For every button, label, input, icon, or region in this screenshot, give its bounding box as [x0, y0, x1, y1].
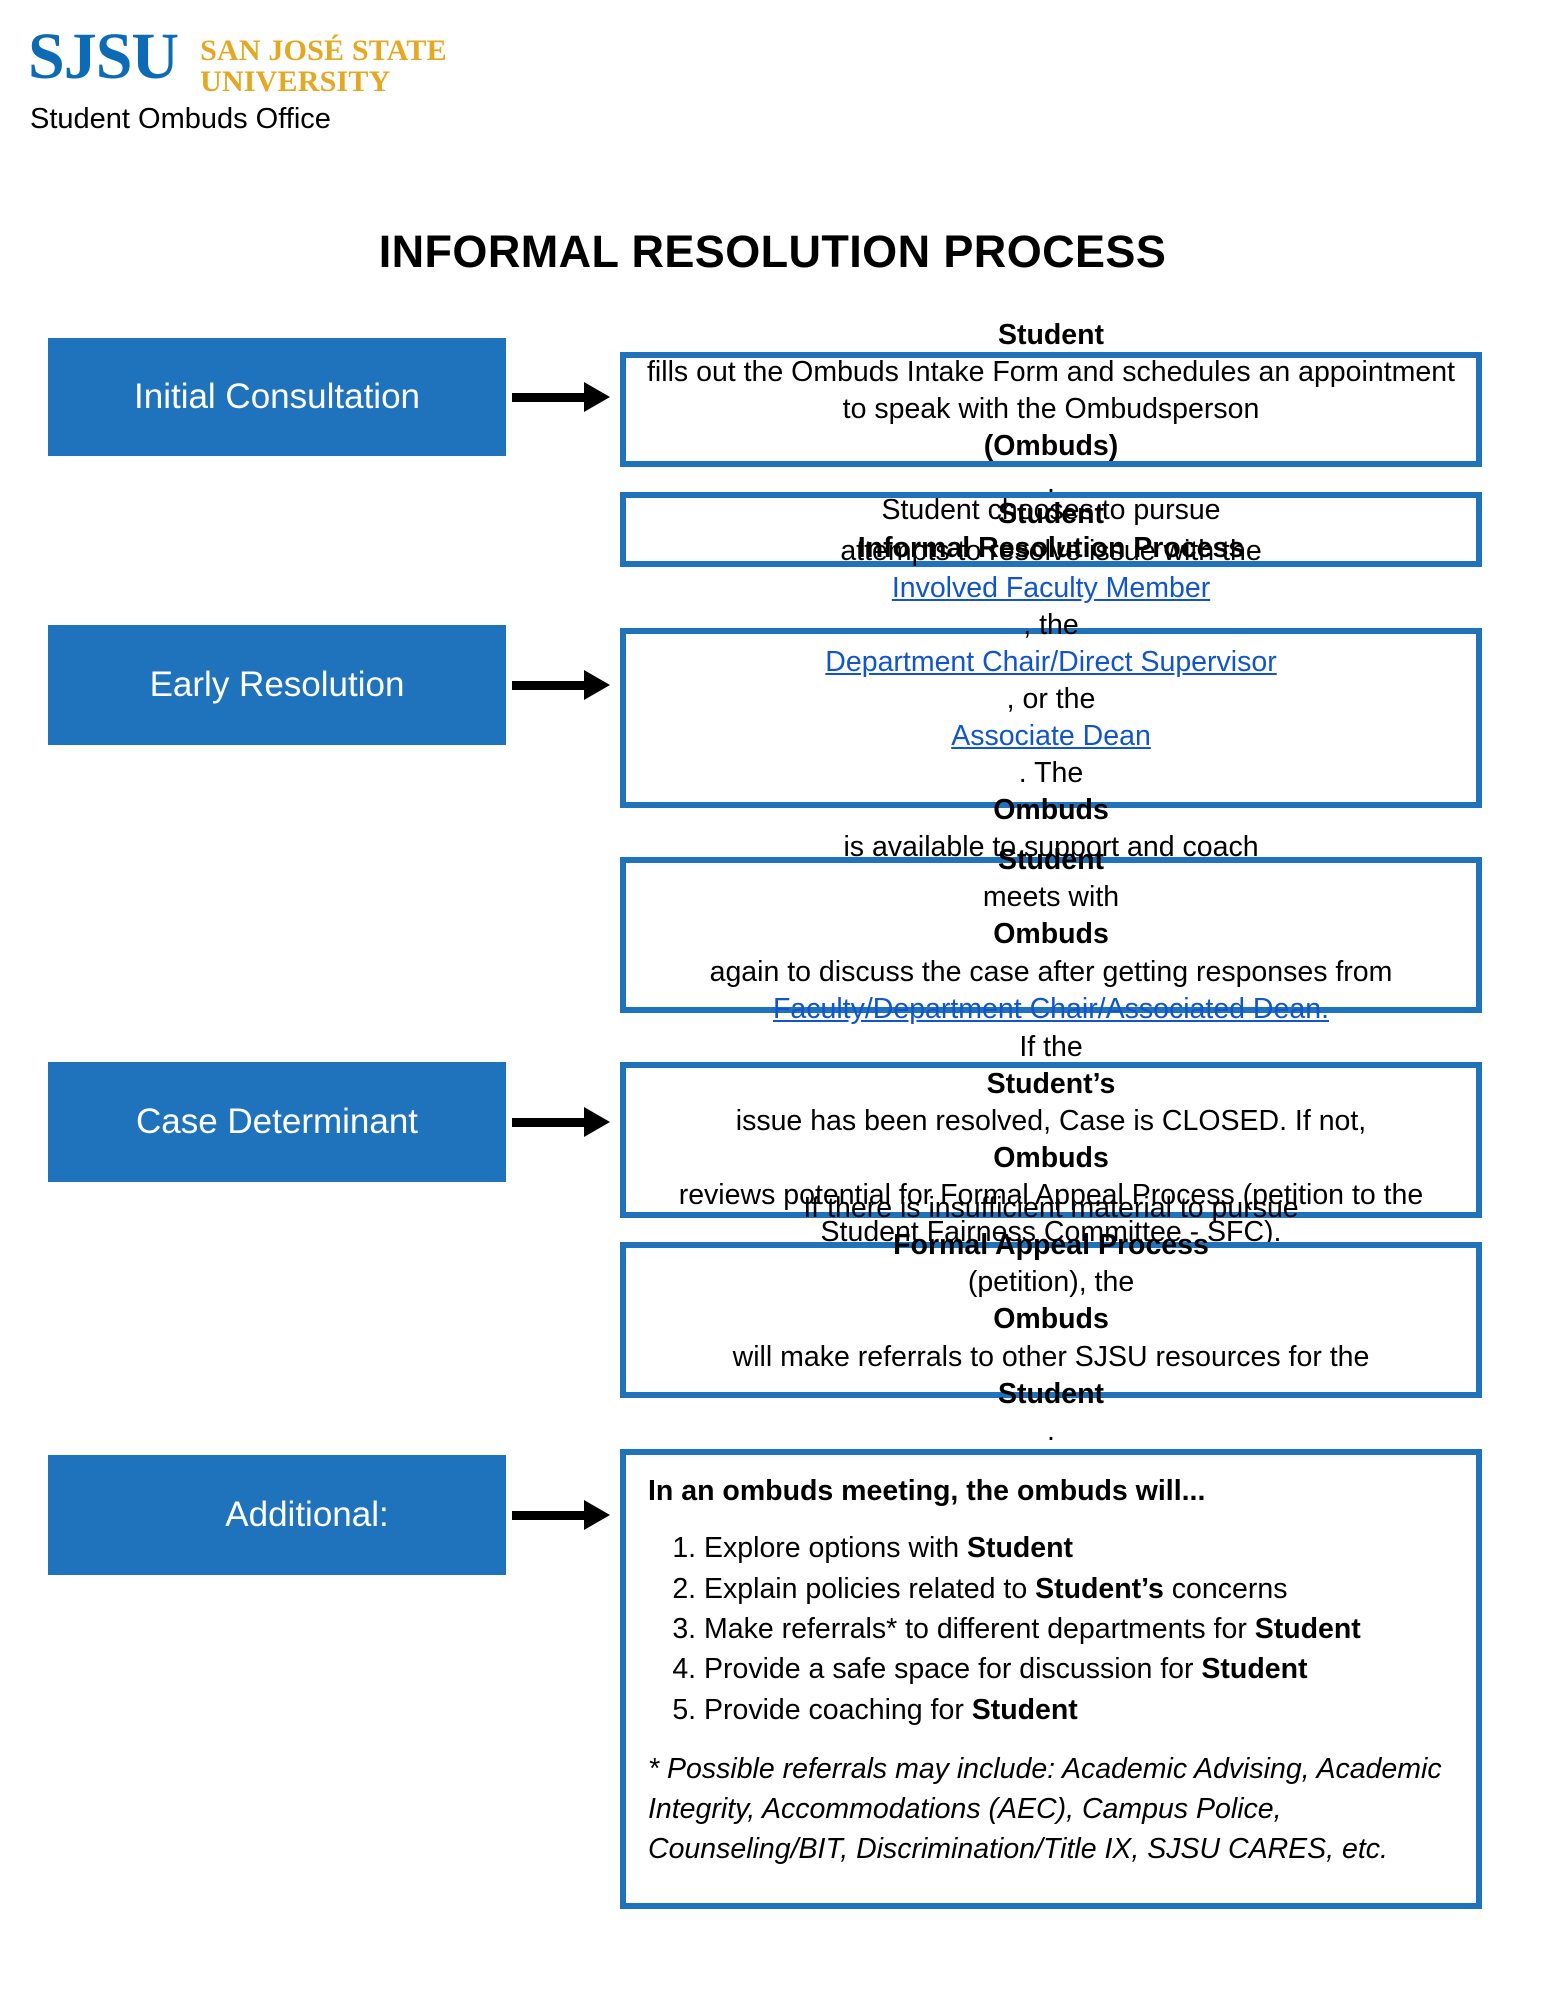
- stage-label-text: Case Determinant: [135, 1102, 419, 1141]
- message-box-additional: In an ombuds meeting, the ombuds will...…: [620, 1449, 1482, 1909]
- stage-label-early-resolution: Early Resolution: [48, 625, 506, 745]
- sjsu-logo: SJSU SAN JOSÉ STATE UNIVERSITY: [28, 20, 728, 97]
- body-text: Explain policies related to: [704, 1572, 1036, 1605]
- message-box-case-2: If there is insufficient material to pur…: [620, 1192, 1482, 1447]
- emphasis-text: Student: [971, 1693, 1078, 1726]
- body-text: fills out the Ombuds Intake Form and sch…: [647, 355, 1455, 425]
- emphasis-text: Student: [997, 318, 1105, 351]
- message-box-early-1: Student attempts to resolve issue with t…: [620, 498, 1482, 937]
- emphasis-text: Ombuds: [993, 918, 1109, 951]
- inline-link[interactable]: Department Chair/Direct Supervisor: [825, 645, 1277, 678]
- emphasis-text: Ombuds: [993, 794, 1109, 827]
- page-title: INFORMAL RESOLUTION PROCESS: [378, 226, 1167, 277]
- arrow-initial-consultation: [512, 382, 622, 412]
- emphasis-text: Student’s: [986, 1067, 1116, 1100]
- stage-label-text: Initial Consultation: [134, 377, 420, 416]
- emphasis-text: Student: [997, 844, 1105, 877]
- emphasis-text: Student’s: [1035, 1572, 1164, 1605]
- emphasis-text: Student: [997, 1377, 1105, 1410]
- stage-label-text: Early Resolution: [149, 665, 405, 704]
- body-text: If the: [1019, 1030, 1083, 1063]
- arrow-shaft: [512, 1511, 590, 1520]
- body-text: .: [1047, 467, 1055, 500]
- emphasis-text: Ombuds: [993, 1303, 1109, 1336]
- wordmark-line-2: UNIVERSITY: [200, 64, 391, 98]
- body-text: Provide coaching for: [704, 1693, 972, 1726]
- body-text: .: [1047, 1414, 1055, 1447]
- arrow-shaft: [512, 1118, 590, 1127]
- additional-list-item: Provide coaching for Student: [704, 1690, 1454, 1730]
- stage-label-case-determinant: Case Determinant: [48, 1062, 506, 1182]
- message-box-early-2: Student meets with Ombuds again to discu…: [620, 844, 1482, 1025]
- emphasis-text: Informal Resolution Process: [857, 531, 1245, 564]
- body-text: issue has been resolved, Case is CLOSED.…: [735, 1104, 1367, 1137]
- stage-label-additional: Additional:: [48, 1455, 506, 1575]
- body-text: again to discuss the case after getting …: [709, 955, 1393, 988]
- inline-link[interactable]: Faculty/Department Chair/Associated Dean…: [772, 992, 1329, 1025]
- stage-label-text: Additional:: [225, 1495, 389, 1534]
- additional-list-item: Explore options with Student: [704, 1528, 1454, 1568]
- arrow-shaft: [512, 393, 590, 402]
- arrow-head: [584, 382, 610, 412]
- additional-list-item: Make referrals* to different departments…: [704, 1609, 1454, 1649]
- message-box-initial-1: Student fills out the Ombuds Intake Form…: [620, 319, 1482, 499]
- body-text: attempts to resolve issue with the: [840, 534, 1262, 567]
- message-box-initial-2: Student chooses to pursue Informal Resol…: [620, 492, 1482, 567]
- inline-link[interactable]: Associate Dean: [951, 720, 1151, 752]
- body-text: meets with: [982, 881, 1120, 914]
- body-text: , or the: [1006, 682, 1096, 715]
- additional-heading: In an ombuds meeting, the ombuds will...: [648, 1475, 1206, 1507]
- sjsu-logo-wordmark: SAN JOSÉ STATE UNIVERSITY: [200, 26, 447, 97]
- office-name: Student Ombuds Office: [30, 103, 331, 136]
- emphasis-text: Student: [966, 1532, 1074, 1565]
- emphasis-text: Student: [1254, 1612, 1361, 1645]
- body-text: Provide a safe space for discussion for: [704, 1653, 1202, 1686]
- page-header: SJSU SAN JOSÉ STATE UNIVERSITY Student O…: [28, 20, 728, 136]
- arrow-shaft: [512, 681, 590, 690]
- arrow-additional: [512, 1500, 622, 1530]
- body-text: Make referrals* to different departments…: [704, 1612, 1255, 1645]
- inline-link[interactable]: Involved Faculty Member: [891, 571, 1211, 604]
- body-text: Explore options with: [704, 1532, 967, 1565]
- arrow-early-resolution: [512, 670, 622, 700]
- arrow-head: [584, 670, 610, 700]
- sjsu-logo-mark: SJSU: [28, 20, 179, 93]
- additional-list-item: Explain policies related to Student’s co…: [704, 1569, 1454, 1609]
- additional-list: Explore options with StudentExplain poli…: [648, 1528, 1454, 1730]
- body-text: , the: [1023, 608, 1079, 641]
- emphasis-text: (Ombuds): [983, 430, 1119, 463]
- body-text: Student chooses to pursue: [881, 494, 1221, 527]
- body-text: (petition), the: [967, 1266, 1135, 1299]
- arrow-head: [584, 1500, 610, 1530]
- additional-footnote: * Possible referrals may include: Academ…: [648, 1753, 1442, 1866]
- additional-list-item: Provide a safe space for discussion for …: [704, 1649, 1454, 1689]
- arrow-case-determinant: [512, 1107, 622, 1137]
- emphasis-text: Ombuds: [993, 1142, 1109, 1174]
- body-text: If there is insufficient material to pur…: [803, 1192, 1299, 1225]
- emphasis-text: Formal Appeal Process: [893, 1229, 1209, 1262]
- wordmark-line-1: SAN JOSÉ STATE: [200, 34, 447, 67]
- body-text: . The: [1018, 757, 1084, 790]
- arrow-head: [584, 1107, 610, 1137]
- body-text: will make referrals to other SJSU resour…: [732, 1340, 1370, 1373]
- body-text: concerns: [1163, 1572, 1288, 1605]
- stage-label-initial-consultation: Initial Consultation: [48, 338, 506, 456]
- emphasis-text: Student: [1201, 1653, 1308, 1686]
- emphasis-text: Student: [997, 497, 1105, 530]
